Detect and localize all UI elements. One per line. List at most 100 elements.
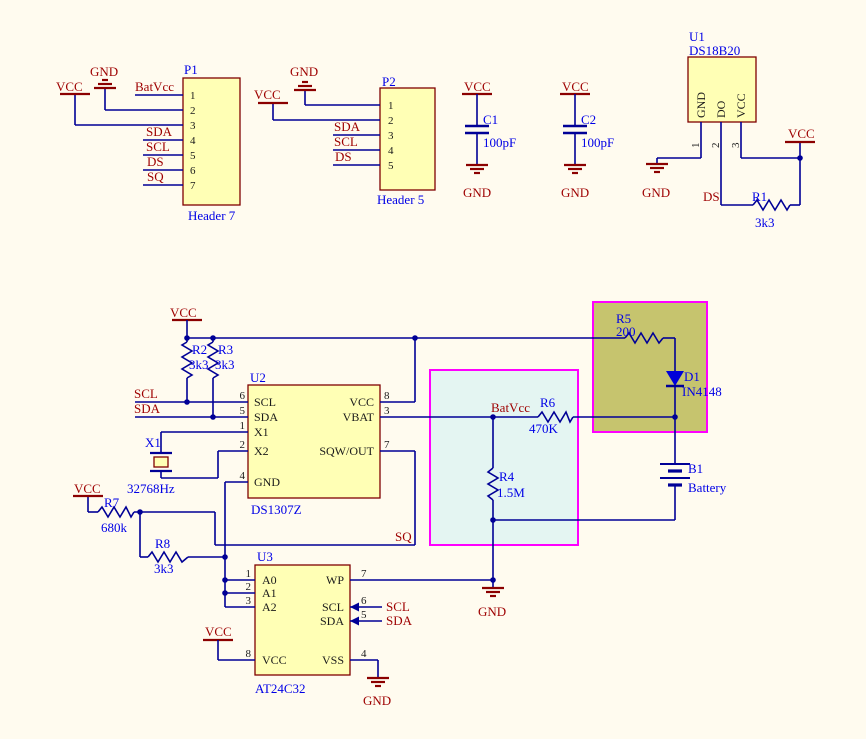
p2-designator: P2 — [382, 74, 396, 89]
svg-text:6: 6 — [361, 595, 367, 607]
svg-text:VCC: VCC — [262, 653, 287, 667]
r8-value: 3k3 — [154, 561, 174, 576]
svg-text:1: 1 — [240, 420, 246, 432]
vcc-label-rail: VCC — [170, 305, 197, 320]
vcc-label-u3: VCC — [205, 624, 232, 639]
pin-arrow-sda — [350, 616, 359, 626]
gnd-port-c2 — [564, 163, 586, 175]
ic-u2-body[interactable] — [247, 384, 381, 499]
svg-text:3: 3 — [246, 595, 252, 607]
highlight-box-charge-circuit[interactable] — [592, 301, 708, 433]
r2-designator: R2 — [192, 342, 207, 357]
junction-dots — [137, 155, 803, 596]
svg-text:2: 2 — [240, 439, 246, 451]
ic-u3-body[interactable] — [254, 564, 351, 676]
svg-text:VSS: VSS — [322, 653, 344, 667]
r8-designator: R8 — [155, 536, 170, 551]
d1-value: IN4148 — [682, 384, 722, 399]
svg-text:2: 2 — [190, 105, 196, 117]
u2-pin-numbers: 6 5 1 2 4 8 3 7 — [240, 390, 391, 482]
diode-d1[interactable] — [666, 371, 684, 388]
svg-text:2: 2 — [388, 115, 394, 127]
svg-text:5: 5 — [361, 609, 367, 621]
p1-value: Header 7 — [188, 208, 236, 223]
gnd-label-c1: GND — [463, 185, 491, 200]
c2-designator: C2 — [581, 112, 596, 127]
u2-pin-names: SCL SDA X1 X2 GND VCC VBAT SQW/OUT — [254, 395, 375, 489]
p2-value: Header 5 — [377, 192, 424, 207]
r1-value: 3k3 — [755, 215, 775, 230]
resistor-r4[interactable] — [486, 467, 500, 501]
resistor-r8[interactable] — [147, 550, 189, 564]
vcc-label-c1: VCC — [464, 79, 491, 94]
u3-pin-numbers: 1 2 3 8 7 6 5 4 — [246, 568, 368, 660]
resistor-r6[interactable] — [537, 410, 574, 424]
r4-value: 1.5M — [497, 485, 525, 500]
vcc-label-p2: VCC — [254, 87, 281, 102]
r6-value: 470K — [529, 421, 559, 436]
vcc-label-c2: VCC — [562, 79, 589, 94]
capacitor-c2[interactable] — [560, 92, 590, 175]
svg-text:DO: DO — [714, 100, 728, 118]
resistor-r2[interactable] — [180, 341, 194, 379]
svg-text:7: 7 — [384, 439, 390, 451]
svg-text:SCL: SCL — [322, 600, 344, 614]
resistor-r7[interactable] — [97, 505, 135, 519]
gnd-label-p2: GND — [290, 64, 318, 79]
capacitor-c1[interactable] — [462, 92, 492, 175]
svg-text:VCC: VCC — [349, 395, 374, 409]
battery-b1[interactable] — [660, 463, 690, 487]
highlight-box-battery-divider[interactable] — [429, 369, 579, 546]
b1-designator: B1 — [688, 461, 703, 476]
svg-text:4: 4 — [240, 470, 246, 482]
svg-text:A0: A0 — [262, 573, 277, 587]
net-label-scl-p1: SCL — [146, 139, 170, 154]
svg-text:SDA: SDA — [254, 410, 278, 424]
svg-text:3: 3 — [388, 130, 394, 142]
resistor-r3[interactable] — [206, 341, 220, 379]
u1-pin-numbers: 1 2 3 — [690, 142, 742, 148]
u3-value: AT24C32 — [255, 681, 306, 696]
svg-text:4: 4 — [388, 145, 394, 157]
wires-u2-area — [87, 318, 675, 608]
svg-text:WP: WP — [326, 573, 344, 587]
crystal-x1[interactable] — [150, 451, 172, 473]
svg-text:VCC: VCC — [734, 93, 748, 118]
x1-designator: X1 — [145, 435, 161, 450]
u3-pin-names: A0 A1 A2 VCC WP SCL SDA VSS — [262, 573, 344, 667]
svg-text:8: 8 — [384, 390, 390, 402]
svg-text:2: 2 — [710, 143, 722, 149]
r3-value: 3k3 — [215, 357, 235, 372]
c1-designator: C1 — [483, 112, 498, 127]
svg-text:3: 3 — [190, 120, 196, 132]
svg-text:A2: A2 — [262, 600, 277, 614]
connector-p2-body[interactable] — [379, 87, 436, 191]
r7-value: 680k — [101, 520, 128, 535]
svg-text:1: 1 — [246, 568, 252, 580]
u1-value: DS18B20 — [689, 43, 740, 58]
ic-u1-body[interactable] — [687, 56, 757, 123]
x1-value: 32768Hz — [127, 481, 175, 496]
svg-text:7: 7 — [190, 180, 196, 192]
resistor-r1[interactable] — [752, 198, 791, 212]
r2-value: 3k3 — [189, 357, 209, 372]
r6-designator: R6 — [540, 395, 556, 410]
gnd-port-p1 — [94, 78, 116, 90]
net-label-scl-p2: SCL — [334, 134, 358, 149]
vcc-label-r1: VCC — [788, 126, 815, 141]
u1-designator: U1 — [689, 29, 705, 44]
net-label-batvcc-p1: BatVcc — [135, 79, 174, 94]
svg-text:X2: X2 — [254, 444, 269, 458]
wires-u3-area — [203, 579, 493, 678]
gnd-port-r4 — [482, 586, 504, 598]
net-label-scl-u2: SCL — [134, 386, 158, 401]
svg-text:4: 4 — [190, 135, 196, 147]
resistor-r5[interactable] — [624, 331, 664, 345]
wires-u1 — [656, 122, 801, 206]
net-label-sda-u2: SDA — [134, 401, 161, 416]
svg-text:SCL: SCL — [254, 395, 276, 409]
svg-text:4: 4 — [361, 648, 367, 660]
connector-p1-body[interactable] — [182, 77, 241, 206]
pin-arrow-scl — [350, 602, 359, 612]
